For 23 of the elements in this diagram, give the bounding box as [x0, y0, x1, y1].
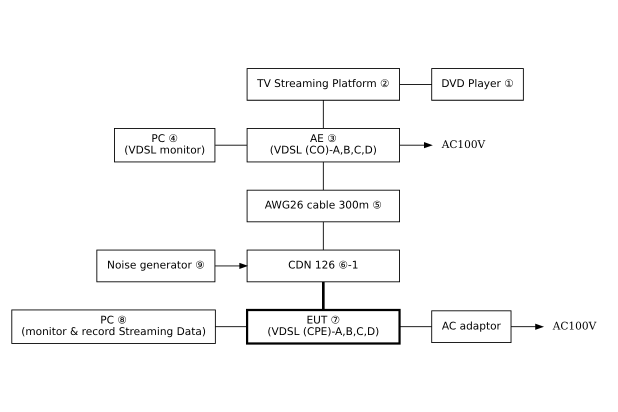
- node-box: Noise generator ⑨: [96, 250, 216, 282]
- node-text: AC100V: [552, 320, 596, 332]
- connector: [399, 84, 432, 85]
- node-text: AC100V: [442, 138, 486, 151]
- connector: [322, 222, 324, 250]
- arrow: [400, 142, 433, 148]
- connector: [322, 162, 324, 190]
- node-box: PC ④ (VDSL monitor): [114, 128, 216, 162]
- node-box: DVD Player ①: [431, 68, 524, 101]
- connector: [400, 326, 432, 328]
- node-box: EUT ⑦ (VDSL (CPE)-A,B,C,D): [246, 308, 401, 345]
- connector: [322, 100, 324, 129]
- node-box: TV Streaming Platform ②: [246, 68, 400, 101]
- connector: [322, 282, 325, 310]
- arrow: [214, 262, 248, 270]
- node-box: AE ③ (VDSL (CO)-A,B,C,D): [246, 128, 400, 162]
- arrow: [510, 324, 544, 330]
- connector: [214, 326, 248, 328]
- connector: [214, 144, 248, 146]
- node-box: AWG26 cable 300m ⑤: [246, 190, 400, 222]
- node-box: PC ⑧ (monitor & record Streaming Data): [11, 310, 216, 344]
- node-box: AC adaptor: [431, 310, 512, 344]
- node-box: CDN 126 ⑥-1: [246, 250, 400, 282]
